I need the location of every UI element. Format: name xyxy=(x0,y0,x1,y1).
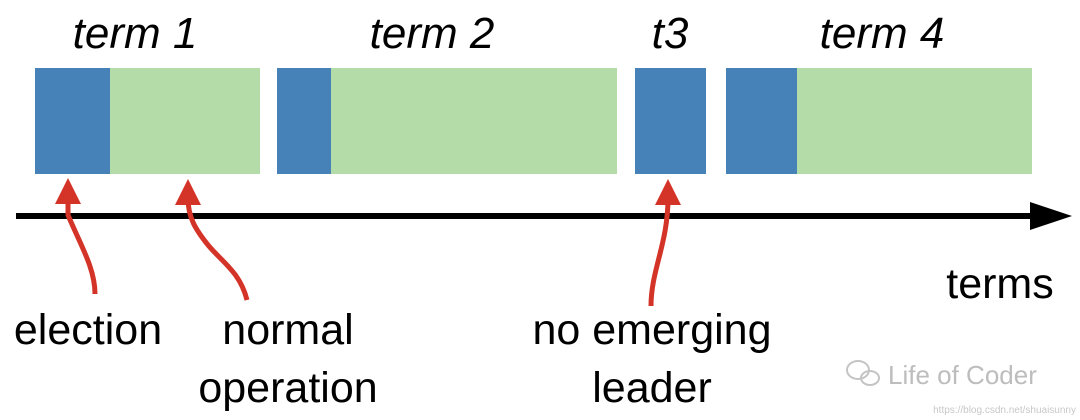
watermark-url: https://blog.csdn.net/shuaisunny xyxy=(933,405,1076,416)
election-callout-arrowhead xyxy=(55,178,81,204)
no-leader-callout-line-2: leader xyxy=(592,364,712,412)
term-1-label: term 1 xyxy=(73,9,198,58)
election-callout-text: election xyxy=(14,306,162,354)
axis-label: terms xyxy=(946,260,1054,308)
normal-operation-callout-arrowhead xyxy=(175,179,201,205)
watermark-brand: Life of Coder xyxy=(888,360,1037,390)
term-3-election-segment xyxy=(635,68,706,174)
election-callout-arrow xyxy=(65,196,98,295)
term-4-label: term 4 xyxy=(820,9,945,58)
no-leader-callout-arrowhead xyxy=(655,179,681,205)
term-4-normal-segment xyxy=(797,68,1032,174)
normal-operation-callout-line-2: operation xyxy=(198,364,377,412)
timeline-arrowhead xyxy=(1030,202,1072,230)
term-2-normal-segment xyxy=(331,68,617,174)
watermark: Life of Coder https://blog.csdn.net/shua… xyxy=(846,360,1076,416)
term-2-election-segment xyxy=(277,68,331,174)
term-1-election-segment xyxy=(35,68,110,174)
term-4-election-segment xyxy=(726,68,797,174)
term-1-normal-segment xyxy=(110,68,260,174)
term-3-label: t3 xyxy=(652,9,689,58)
normal-operation-callout-arrow xyxy=(185,197,250,301)
wechat-logo-icon xyxy=(846,360,880,386)
no-leader-callout-arrow xyxy=(648,197,671,307)
no-leader-callout-line-1: no emerging xyxy=(532,306,771,354)
term-2-label: term 2 xyxy=(370,9,495,58)
normal-operation-callout-line-1: normal xyxy=(222,306,353,354)
